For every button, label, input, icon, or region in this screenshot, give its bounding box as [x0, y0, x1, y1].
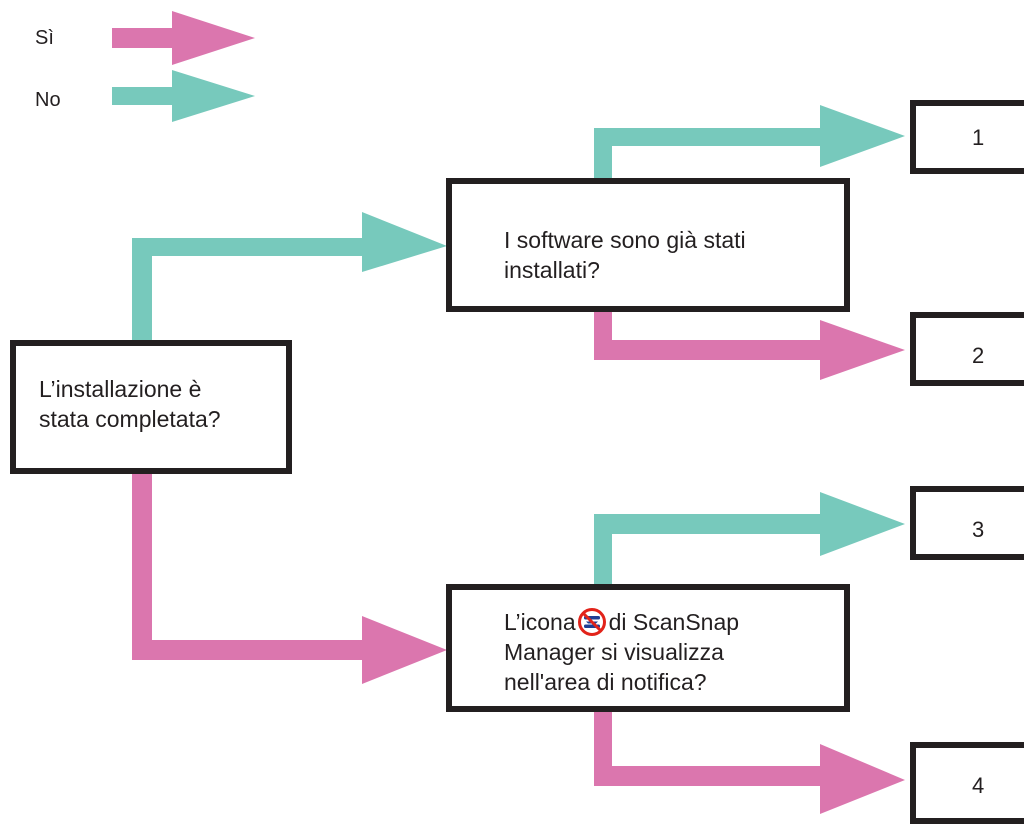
result-box-4: 4 — [910, 742, 1024, 824]
question-software-line-2: installati? — [504, 257, 600, 283]
result-number-4: 4 — [972, 773, 985, 798]
question-installation-line-1: L’installazione è — [39, 376, 202, 402]
connector-yes-to-icon — [132, 472, 447, 684]
legend-yes-arrow — [112, 11, 255, 65]
question-installation-box: L’installazione è stata completata? — [10, 340, 292, 474]
connector-no-to-result-1 — [594, 105, 905, 180]
connector-no-to-software — [132, 212, 447, 345]
scansnap-manager-icon — [577, 608, 606, 636]
question-icon-line-3: nell'area di notifica? — [504, 669, 707, 695]
connector-yes-to-result-2 — [594, 310, 905, 380]
result-box-2: 2 — [910, 312, 1024, 386]
result-box-3: 3 — [910, 486, 1024, 560]
question-icon-line-1: L’icona di ScanSnap — [504, 607, 739, 637]
question-software-box: I software sono già stati installati? — [446, 178, 850, 312]
question-icon-line-2: Manager si visualizza — [504, 639, 724, 665]
result-box-1: 1 — [910, 100, 1024, 174]
result-number-2: 2 — [972, 343, 985, 368]
question-software-text: I software sono già stati installati? — [504, 225, 746, 285]
legend-no-label: No — [35, 89, 61, 111]
legend-no-arrow — [112, 70, 255, 122]
question-software-line-1: I software sono già stati — [504, 227, 746, 253]
question-icon-box: L’icona di ScanSnap Manager si visualizz… — [446, 584, 850, 712]
question-installation-text: L’installazione è stata completata? — [39, 374, 221, 434]
connector-yes-to-result-4 — [594, 708, 905, 814]
question-icon-line-1-before: L’icona — [504, 609, 576, 635]
result-number-3: 3 — [972, 517, 985, 542]
question-icon-text: L’icona di ScanSnap Manager si visualizz… — [504, 607, 739, 697]
connector-no-to-result-3 — [594, 492, 905, 586]
legend-yes-label: Sì — [35, 27, 54, 49]
question-icon-line-1-after: di ScanSnap — [608, 609, 740, 635]
result-number-1: 1 — [972, 125, 985, 150]
question-installation-line-2: stata completata? — [39, 406, 221, 432]
